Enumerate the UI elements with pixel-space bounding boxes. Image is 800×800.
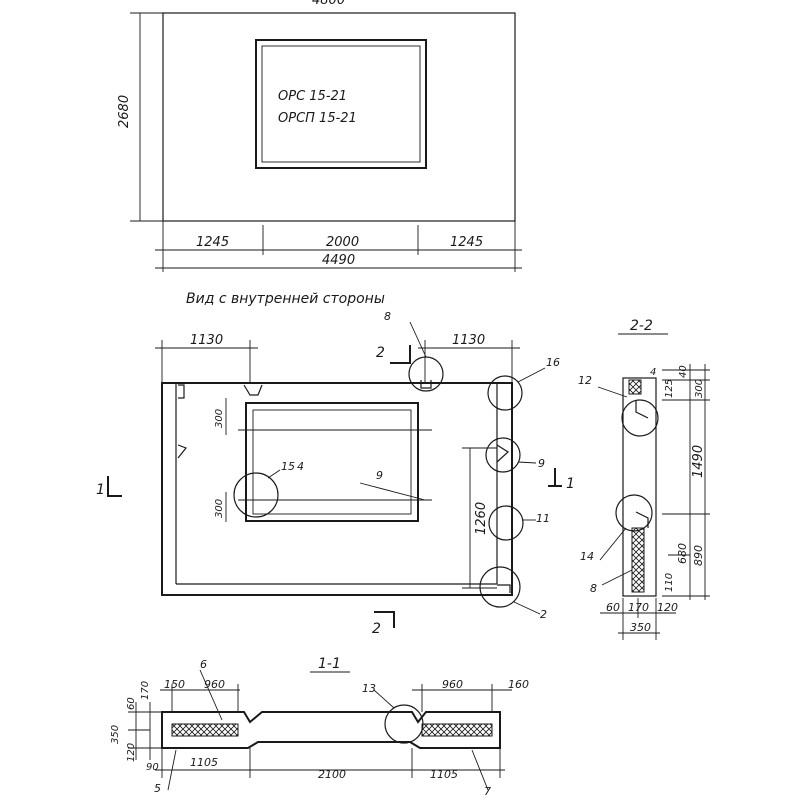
callout-9-inner: 9 bbox=[376, 469, 383, 482]
dim-680: 680 bbox=[676, 543, 689, 564]
tiny-mark-4: 4 bbox=[650, 367, 656, 378]
inner-panel-outline bbox=[161, 382, 513, 596]
callout-4: 4 bbox=[297, 460, 304, 473]
dim-890: 890 bbox=[692, 545, 705, 566]
section-1-1-hatch-left bbox=[171, 723, 239, 737]
section-1-1: 1-1 170 60 350 120 90 150 960 960 160 11 bbox=[110, 656, 529, 798]
dim-1-1-1105-right: 1105 bbox=[430, 768, 458, 781]
callout-circle-2 bbox=[479, 566, 521, 608]
callout-11: 11 bbox=[536, 512, 550, 525]
section-1-1-profile bbox=[161, 711, 501, 749]
dim-right-1130: 1130 bbox=[452, 333, 485, 348]
inner-view-caption: Вид с внутренней стороны bbox=[186, 291, 385, 307]
callout-2: 2 bbox=[540, 608, 547, 621]
dim-1-1-150: 150 bbox=[164, 678, 185, 691]
callout-5: 5 bbox=[154, 782, 161, 795]
top-window-inner bbox=[261, 45, 421, 163]
dim-60: 60 bbox=[606, 601, 620, 614]
callout-6: 6 bbox=[200, 658, 207, 671]
top-panel-outline bbox=[162, 12, 516, 222]
dim-40: 40 bbox=[678, 365, 689, 378]
section-mark-2-top: 2 bbox=[376, 345, 385, 361]
top-window-outline bbox=[255, 39, 427, 169]
dim-170: 170 bbox=[628, 601, 649, 614]
section-mark-1-left: 1 bbox=[96, 482, 105, 498]
section-2-2-title: 2-2 bbox=[630, 318, 653, 334]
dim-1490: 1490 bbox=[691, 445, 706, 478]
dim-1-1-350: 350 bbox=[110, 725, 121, 744]
callout-8-section: 8 bbox=[590, 582, 597, 595]
callout-14: 14 bbox=[580, 550, 594, 563]
dim-1-1-170: 170 bbox=[140, 681, 151, 700]
dim-1-1-90: 90 bbox=[146, 762, 159, 773]
section-mark-2-bottom: 2 bbox=[372, 621, 381, 637]
segment-dim-1: 1245 bbox=[196, 235, 229, 250]
section-2-2-profile bbox=[622, 377, 657, 597]
callout-circle-14 bbox=[615, 494, 653, 532]
dim-1-1-960-right: 960 bbox=[442, 678, 463, 691]
callout-circle-13 bbox=[384, 704, 424, 744]
callout-16: 16 bbox=[546, 356, 560, 369]
section-1-1-title: 1-1 bbox=[318, 656, 341, 672]
dim-1-1-1105-left: 1105 bbox=[190, 756, 218, 769]
total-width-label: 4490 bbox=[322, 253, 355, 268]
section-2-2: 2-2 12 14 8 4 40 125 300 1490 680 890 11… bbox=[578, 318, 710, 640]
callout-circle-11 bbox=[488, 505, 524, 541]
dim-1-1-2100: 2100 bbox=[318, 768, 346, 781]
segment-dim-2: 2000 bbox=[326, 235, 359, 250]
callout-circle-12 bbox=[621, 399, 659, 437]
callout-13: 13 bbox=[362, 682, 376, 695]
dim-bottom-offset: 300 bbox=[214, 499, 225, 518]
segment-dim-3: 1245 bbox=[450, 235, 483, 250]
inner-window-inner bbox=[252, 409, 412, 515]
dim-1-1-120: 120 bbox=[126, 743, 137, 762]
dim-left-1130: 1130 bbox=[190, 333, 223, 348]
window-label-ors: ОРС 15-21 bbox=[278, 89, 347, 104]
section-mark-1-right: 1 bbox=[566, 476, 575, 492]
inner-window-outline bbox=[245, 402, 419, 522]
dim-125: 125 bbox=[664, 379, 675, 398]
section-2-2-hatch-bottom bbox=[631, 527, 645, 593]
dim-300: 300 bbox=[694, 379, 705, 398]
top-view: 4800 ОРС 15-21 ОРСП 15-21 2680 1245 2000… bbox=[117, 0, 522, 272]
dim-1-1-60: 60 bbox=[126, 697, 137, 710]
dim-1-1-160: 160 bbox=[508, 678, 529, 691]
dim-1-1-960-left: 960 bbox=[204, 678, 225, 691]
top-dim-label: 4800 bbox=[312, 0, 345, 8]
callout-7: 7 bbox=[484, 785, 491, 798]
dim-110: 110 bbox=[664, 573, 675, 592]
height-dim-label: 2680 bbox=[117, 95, 132, 128]
section-2-2-hatch-top bbox=[628, 379, 642, 395]
callout-circle-16 bbox=[487, 375, 523, 411]
inner-view: 300 300 1130 1130 1260 2 2 1 1 8 16 bbox=[96, 310, 575, 637]
section-1-1-hatch-right bbox=[421, 723, 493, 737]
callout-8: 8 bbox=[384, 310, 391, 323]
callout-circle-15-4 bbox=[233, 472, 279, 518]
callout-circle-8 bbox=[408, 356, 444, 392]
callout-15: 15 bbox=[281, 460, 295, 473]
dim-350: 350 bbox=[630, 621, 651, 634]
dim-120: 120 bbox=[657, 601, 678, 614]
callout-12: 12 bbox=[578, 374, 592, 387]
window-label-orsp: ОРСП 15-21 bbox=[278, 111, 357, 126]
callout-9-right: 9 bbox=[538, 457, 545, 470]
dim-top-offset: 300 bbox=[214, 409, 225, 428]
callout-circle-9 bbox=[485, 437, 521, 473]
dim-window-height: 1260 bbox=[474, 502, 489, 535]
